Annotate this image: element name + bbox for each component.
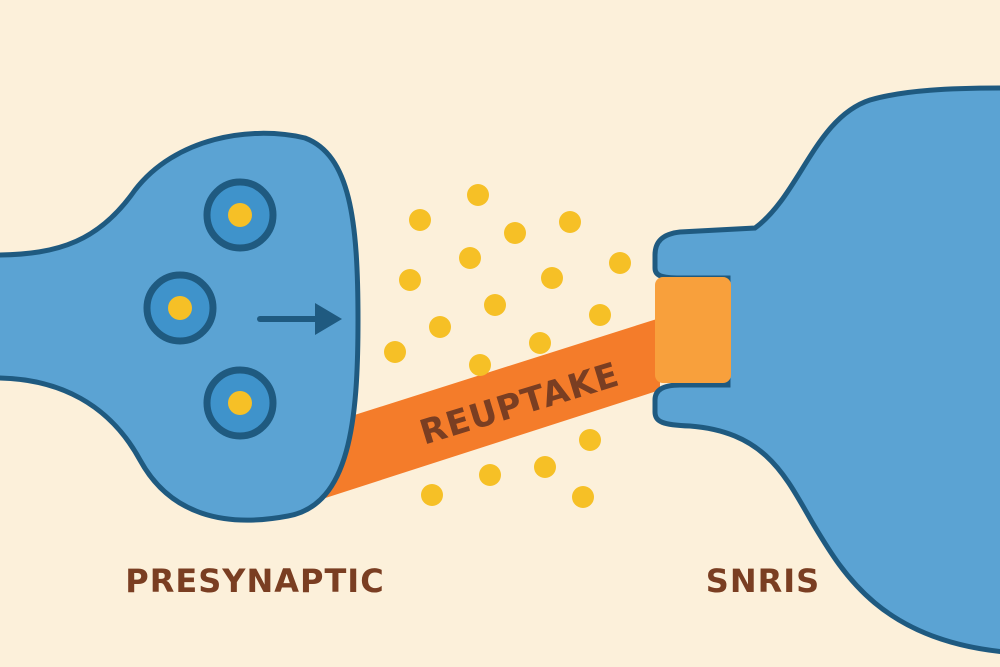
neurotransmitter-dot (421, 484, 443, 506)
neurotransmitter-dot (384, 341, 406, 363)
neurotransmitter-dot (559, 211, 581, 233)
neurotransmitter-dot (579, 429, 601, 451)
neurotransmitter-dot (409, 209, 431, 231)
neurotransmitter-dot (429, 316, 451, 338)
neurotransmitter-dot (469, 354, 491, 376)
neurotransmitter-dot (467, 184, 489, 206)
neurotransmitter-dot (529, 332, 551, 354)
neurotransmitter-dot (504, 222, 526, 244)
neurotransmitter-dot (479, 464, 501, 486)
vesicle-neurotransmitter (168, 296, 192, 320)
presynaptic-label: PRESYNAPTIC (125, 562, 384, 600)
transporter-receptor (655, 277, 731, 383)
vesicle-neurotransmitter (228, 203, 252, 227)
neurotransmitter-dot (572, 486, 594, 508)
neurotransmitter-dot (534, 456, 556, 478)
snris-label: SNRIS (706, 562, 820, 600)
neurotransmitter-dot (484, 294, 506, 316)
postsynaptic-neuron (652, 85, 1000, 654)
neurotransmitter-dot (609, 252, 631, 274)
release-arrow-icon (257, 303, 342, 335)
neurotransmitter-dot (589, 304, 611, 326)
vesicle-neurotransmitter (228, 391, 252, 415)
neurotransmitter-dot (399, 269, 421, 291)
neurotransmitter-dot (541, 267, 563, 289)
reuptake-band (282, 318, 660, 512)
neurotransmitter-dot (459, 247, 481, 269)
